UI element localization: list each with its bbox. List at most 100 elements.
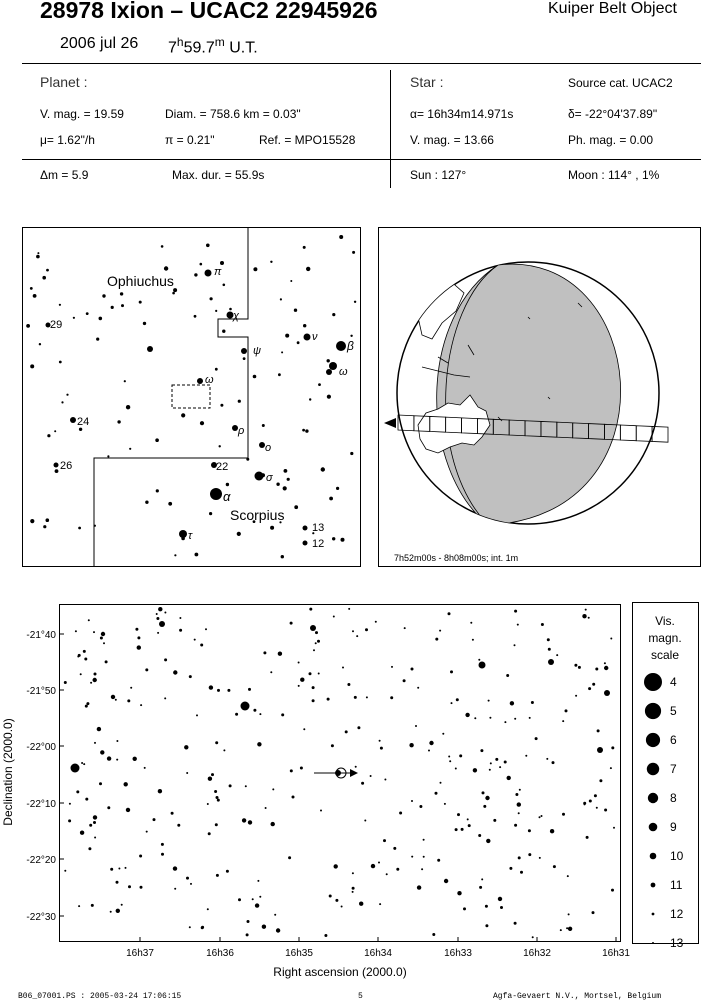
- chart-star: [289, 621, 293, 625]
- chart-star: [99, 636, 103, 640]
- legend-magnitude-dot: [648, 822, 658, 832]
- finder-star: [204, 269, 212, 277]
- chart-star: [582, 614, 587, 619]
- finder-star: [160, 245, 164, 248]
- finder-star: [261, 473, 265, 478]
- chart-star: [509, 866, 513, 870]
- chart-star: [351, 890, 354, 893]
- chart-star: [64, 869, 67, 872]
- chart-star: [419, 805, 423, 808]
- chart-star: [245, 933, 249, 937]
- finder-star: [45, 322, 51, 328]
- chart-star: [409, 743, 414, 748]
- chart-star: [351, 872, 354, 875]
- finder-star: [85, 312, 89, 315]
- moon-info: Moon : 114° , 1%: [568, 168, 660, 182]
- chart-star: [611, 888, 614, 892]
- star-label-tau: τ: [188, 530, 193, 542]
- footer-page-number: 5: [358, 992, 363, 1001]
- chart-star: [76, 790, 80, 794]
- finder-star: [253, 267, 258, 272]
- occultation-track: [314, 767, 358, 779]
- finder-star: [145, 500, 149, 504]
- chart-star: [335, 898, 339, 902]
- chart-star: [136, 645, 141, 650]
- object-type: Kuiper Belt Object: [548, 0, 677, 17]
- chart-star: [378, 861, 380, 864]
- chart-star: [509, 701, 515, 706]
- chart-star: [164, 611, 167, 614]
- chart-star: [359, 901, 364, 906]
- chart-star: [463, 907, 466, 911]
- chart-star: [385, 873, 388, 876]
- finder-star: [129, 447, 132, 450]
- chart-star: [483, 804, 487, 808]
- chart-star: [85, 797, 89, 801]
- finder-star: [261, 424, 265, 427]
- chart-star: [465, 712, 470, 718]
- finder-star: [290, 280, 293, 282]
- chart-star: [449, 760, 452, 763]
- chart-star: [390, 696, 394, 700]
- chart-star: [244, 785, 247, 788]
- chart-star: [247, 820, 253, 825]
- chart-star: [116, 758, 119, 761]
- chart-star: [421, 868, 424, 871]
- finder-star: [98, 316, 103, 321]
- chart-star: [365, 696, 368, 699]
- finder-star: [211, 462, 217, 468]
- chart-star: [100, 631, 106, 637]
- chart-star: [309, 607, 313, 611]
- chart-star: [516, 802, 521, 807]
- finder-star: [285, 333, 290, 338]
- chart-star: [90, 681, 93, 684]
- finder-star: [336, 341, 346, 351]
- chart-star: [277, 651, 283, 656]
- chart-star: [100, 750, 105, 755]
- chart-star: [403, 627, 406, 630]
- star-label-13: 13: [312, 522, 324, 534]
- chart-star: [410, 667, 414, 671]
- star-label-29: 29: [50, 319, 62, 331]
- chart-star: [330, 744, 334, 748]
- chart-star: [200, 643, 204, 647]
- chart-star: [248, 687, 251, 691]
- chart-star: [546, 638, 550, 642]
- finder-star: [107, 455, 110, 458]
- chart-star: [567, 913, 570, 916]
- finder-star: [155, 489, 159, 493]
- chart-star: [225, 869, 229, 873]
- finder-star: [199, 262, 203, 266]
- chart-star: [140, 704, 143, 707]
- x-tick-label: 16h31: [602, 948, 630, 959]
- finder-star: [320, 467, 325, 472]
- time-minutes: 59.7: [183, 39, 215, 57]
- chart-star: [263, 651, 267, 655]
- chart-star: [439, 781, 442, 784]
- chart-star: [370, 863, 376, 869]
- chart-star: [211, 773, 214, 777]
- chart-star: [357, 726, 361, 730]
- islands-pacific: [497, 302, 583, 422]
- legend-magnitude-label: 10: [670, 849, 684, 863]
- chart-star: [540, 623, 544, 626]
- magnitude-legend-frame: [632, 602, 699, 944]
- finder-star: [270, 525, 275, 530]
- chart-star: [68, 802, 71, 805]
- y-tick-label: -22°10: [26, 799, 56, 810]
- chart-star: [110, 694, 116, 700]
- chart-star: [68, 819, 72, 823]
- event-date: 2006 jul 26: [60, 35, 139, 52]
- chart-star: [348, 607, 351, 610]
- chart-star: [320, 809, 322, 812]
- chart-star: [92, 815, 98, 820]
- chart-star: [128, 885, 131, 889]
- chart-star: [566, 875, 569, 878]
- star-declination: δ= -22°04'37.89": [568, 107, 658, 121]
- finder-star: [350, 451, 354, 456]
- chart-star: [106, 756, 112, 761]
- chart-star: [241, 818, 247, 823]
- chart-star: [164, 697, 167, 700]
- x-axis-label: Right ascension (2000.0): [273, 965, 406, 979]
- finder-star: [138, 300, 142, 304]
